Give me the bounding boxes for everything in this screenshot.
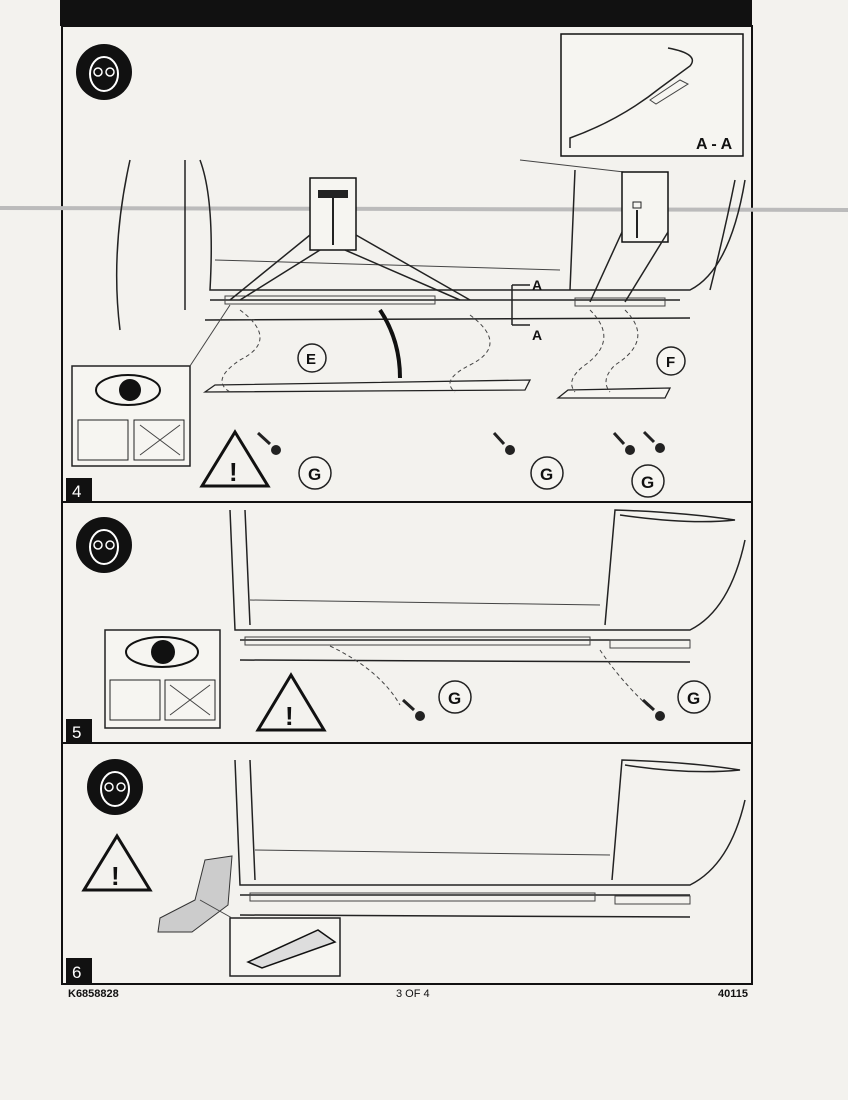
screw-icon [612,431,635,455]
eye-inspect-icon [104,629,221,729]
part-f-moulding: F [556,309,686,399]
screw-icon [492,431,515,455]
screw-g-label: G [308,465,321,484]
utility-knife-icon [199,899,341,977]
step-4-panel: A - A A A E [66,33,746,502]
footer-code: 40115 [718,988,748,1000]
hammer-icon [589,171,669,303]
part-e-moulding: E [202,308,532,393]
eye-inspect-icon [71,304,231,467]
screw-g-label: G [540,465,553,484]
svg-text:!: ! [285,701,294,731]
safety-glasses-icon [76,44,132,100]
screw-g-label: G [448,689,461,708]
footer-part-number: K6858828 [68,988,119,1000]
screw-icon [256,431,281,455]
step-5-panel: ! G G 5 [66,509,746,743]
screw-g-label: G [687,689,700,708]
part-f-label: F [666,354,675,371]
svg-text:!: ! [229,457,238,487]
fold-crease [0,206,848,212]
part-e-label: E [306,351,316,368]
safety-glasses-icon [87,759,143,815]
step-number: 6 [72,963,81,982]
header-bar [60,0,752,26]
warning-icon: ! [255,672,327,732]
step-number: 4 [72,482,81,501]
section-marker-bottom: A [532,327,542,343]
warning-icon: ! [199,429,271,488]
warning-icon: ! [81,833,153,892]
footer-page-number: 3 OF 4 [396,988,430,1000]
step-6-panel: ! 6 [66,759,746,984]
screw-icon [642,430,665,453]
hammer-icon [229,177,471,301]
page-frame [61,25,753,985]
safety-glasses-icon [76,517,132,573]
screw-g-label: G [641,473,654,492]
section-marker-top: A [532,277,542,293]
screw-icon [401,698,425,721]
screw-icon [641,698,665,721]
svg-text:!: ! [111,861,120,891]
section-view-label: A - A [696,136,733,153]
section-view-inset: A - A [560,33,744,157]
step-number: 5 [72,723,81,742]
